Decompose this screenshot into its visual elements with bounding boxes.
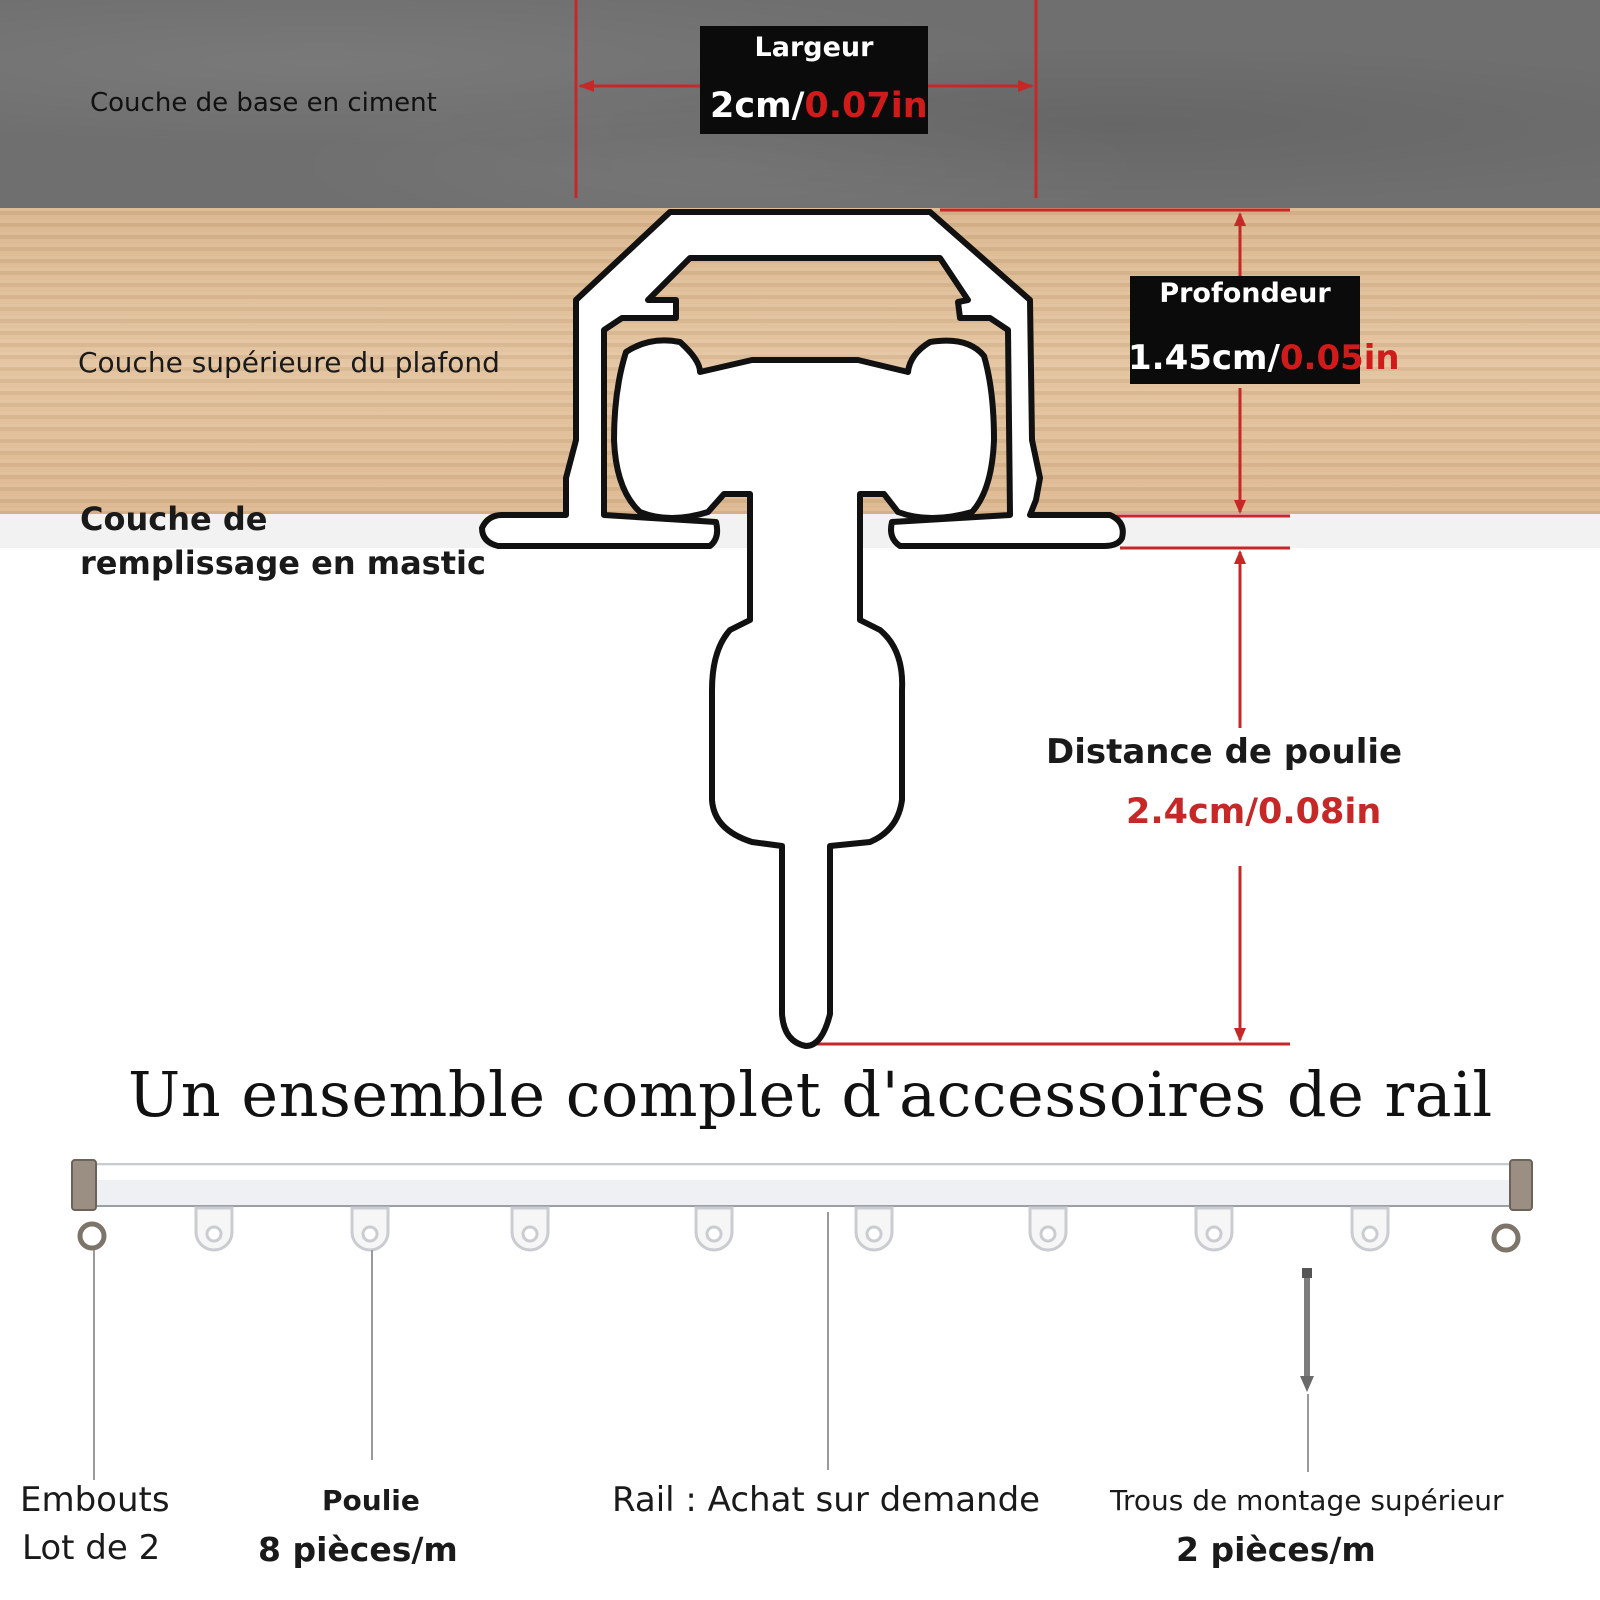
depth-metric: 1.45cm/ <box>1128 338 1280 378</box>
rail-label: Rail : Achat sur demande <box>612 1480 1041 1520</box>
mount-holes-qty: 2 pièces/m <box>1176 1530 1376 1569</box>
mounting-screw <box>1300 1268 1314 1392</box>
pulley-distance-dimension <box>810 546 1290 1046</box>
pulley-distance-value: 2.4cm/0.08in <box>1126 792 1382 832</box>
depth-label: Profondeur <box>1159 278 1331 309</box>
cement-layer-label: Couche de base en ciment <box>90 88 437 118</box>
rail-product-photo <box>71 1159 1533 1480</box>
end-caps-qty: Lot de 2 <box>22 1528 161 1568</box>
ceiling-layer-label: Couche supérieure du plafond <box>78 346 500 379</box>
accessories-title: Un ensemble complet d'accessoires de rai… <box>128 1058 1493 1131</box>
width-label-box: Largeur 2cm/0.07in <box>700 26 928 134</box>
rail-housing <box>479 209 1126 549</box>
depth-label-box <box>1130 276 1360 384</box>
pulley-qty: 8 pièces/m <box>258 1530 458 1569</box>
width-value: 2cm/0.07in <box>710 86 928 126</box>
pulley-distance-label: Distance de poulie <box>1046 732 1403 772</box>
end-caps-label: Embouts <box>20 1480 170 1520</box>
width-imperial: 0.07in <box>804 86 928 126</box>
depth-imperial-unit: in <box>1363 338 1400 378</box>
filler-layer-label-line1: Couche de <box>80 500 268 538</box>
pulley-trolley <box>611 337 997 1049</box>
mount-holes-label: Trous de montage supérieur <box>1110 1484 1504 1517</box>
depth-value: 1.45cm/0.05in <box>1128 338 1400 378</box>
depth-dimension <box>940 208 1290 518</box>
depth-imperial: 0.05 <box>1279 338 1364 378</box>
width-metric: 2cm/ <box>710 86 805 126</box>
width-label: Largeur <box>754 32 874 63</box>
pulley-label: Poulie <box>322 1484 420 1517</box>
filler-layer-label-line2: remplissage en mastic <box>80 544 486 582</box>
width-dimension <box>574 0 1038 198</box>
